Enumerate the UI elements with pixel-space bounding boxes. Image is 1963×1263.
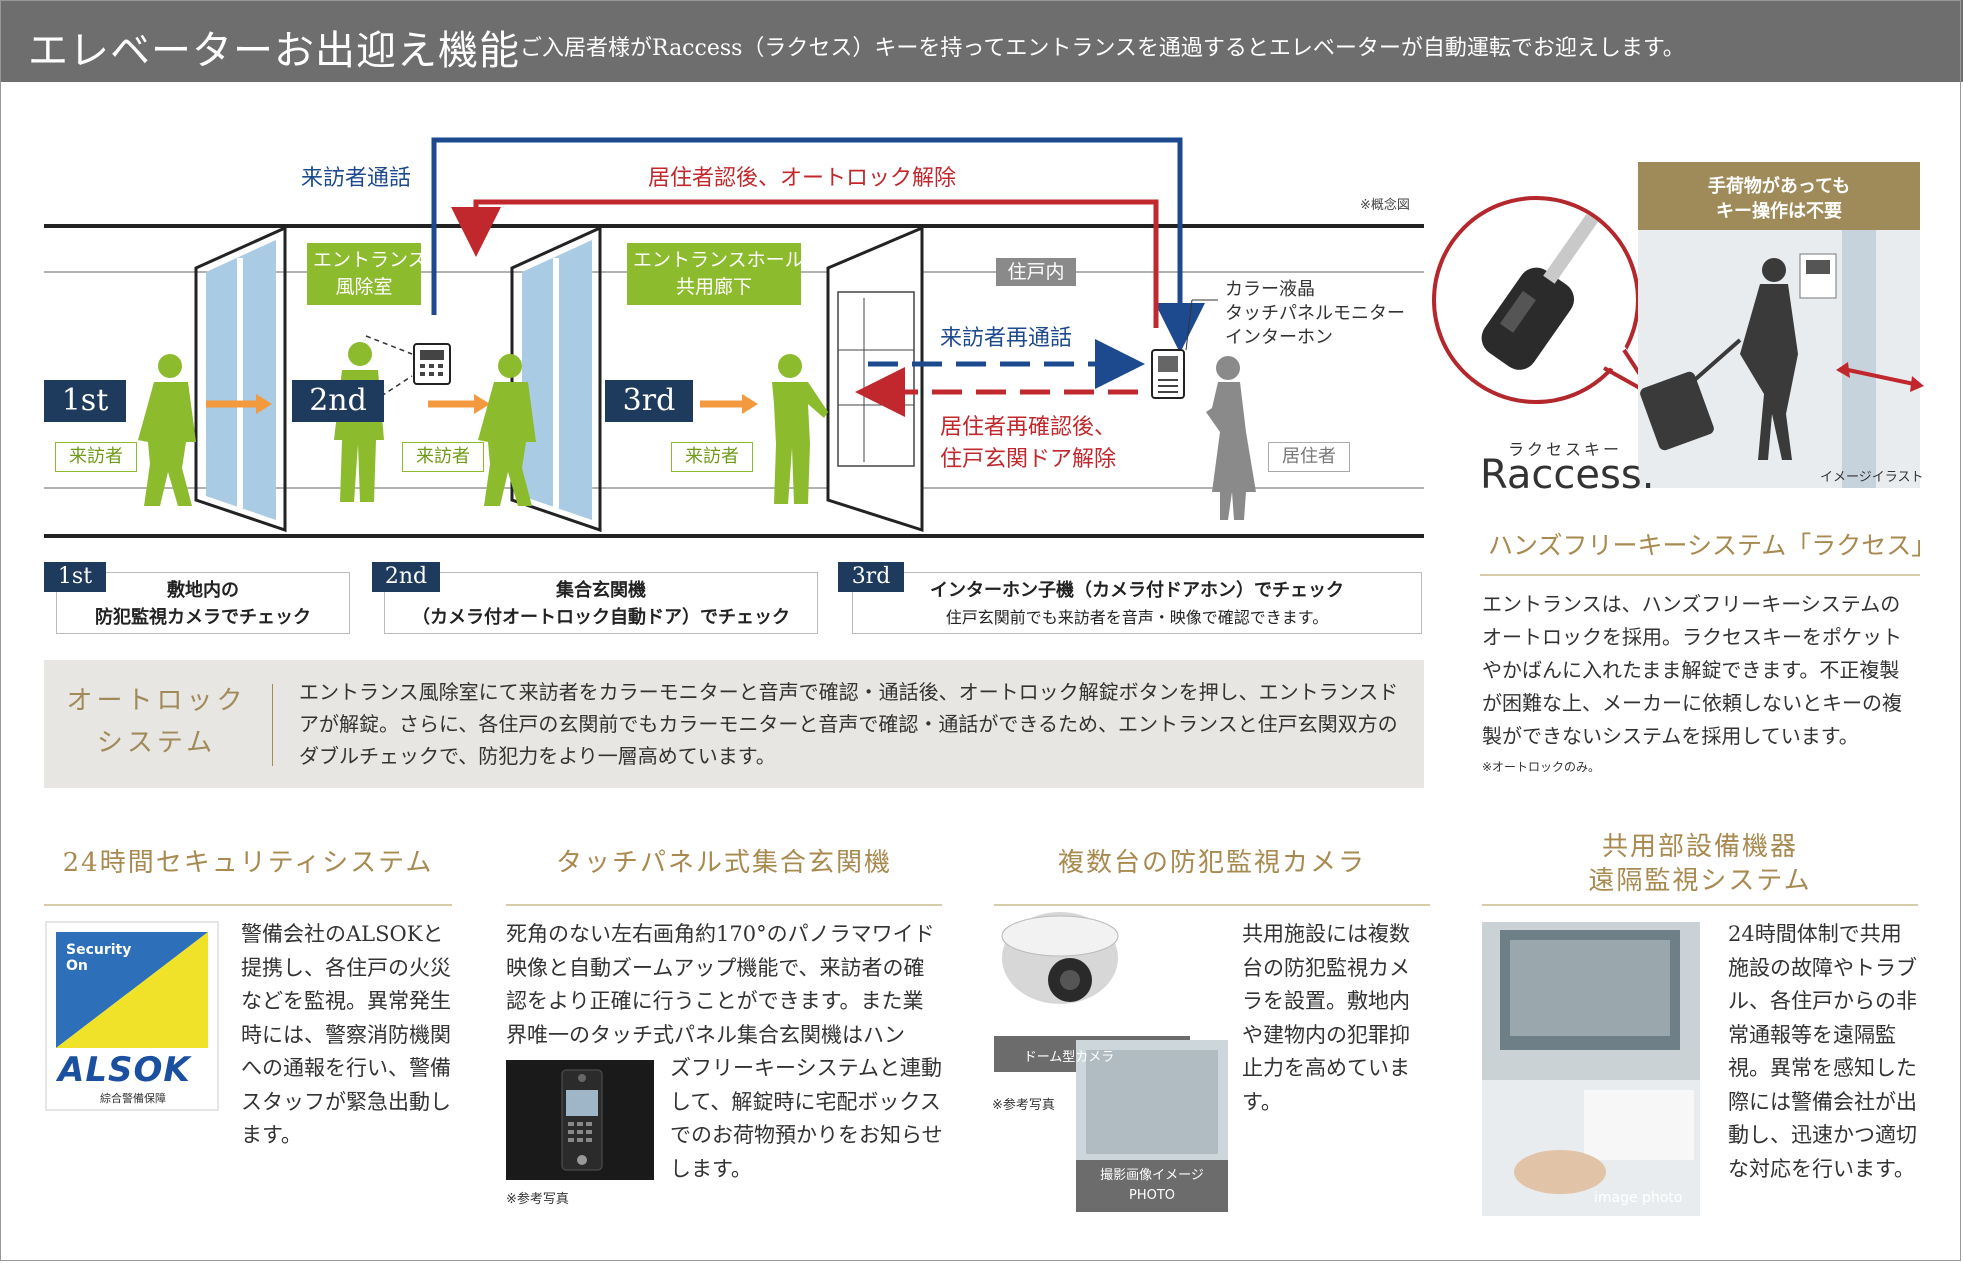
check-2nd-text: 集合玄関機 （カメラ付オートロック自動ドア）でチェック [412,580,790,628]
check-3rd-tag: 3rd [838,562,904,592]
raccess-image [1638,162,1924,488]
raccess-title: ハンズフリーキーシステム「ラクセス」 [1488,531,1937,560]
cameras-rule [994,904,1430,906]
resident-auth-label: 居住者認後、オートロック解除 [648,166,957,191]
touch-panel-rule [506,904,942,906]
check-1st-tag: 1st [44,562,106,592]
page-title: エレベーターお出迎え機能 [28,28,520,74]
raccess-banner: 手荷物があっても キー操作は不要 [1707,176,1851,222]
monitor-labels: カラー液晶 タッチパネルモニター インターホン [1225,279,1405,348]
touch-panel-note: ※参考写真 [506,1192,569,1207]
unit-monitor-icon [1151,299,1218,399]
check-3rd: インターホン子機（カメラ付ドアホン）でチェック 住戸玄関前でも来訪者を音声・映像… [852,572,1422,634]
alsok-logo [45,921,219,1111]
zone-unit: 住戸内 [996,258,1076,286]
remote-title: 共用部設備機器 遠隔監視システム [1588,832,1812,896]
alsok-logo-top: Security On [66,942,132,974]
resident-tag: 居住者 [1268,442,1350,472]
step-3rd: 3rd [605,380,693,422]
unit-door [826,225,924,533]
raccess-key-label: ラクセスキー [1508,440,1623,459]
check-1st-text: 敷地内の 防犯監視カメラでチェック [95,580,311,628]
touch-panel-text-top: 死角のない左右画角約170°のパノラマワイド映像と自動ズームアップ機能で、来訪者… [506,922,935,1047]
recall-label: 来訪者再通話 [940,326,1073,351]
remote-rule [1482,904,1918,906]
header-bar: エレベーターお出迎え機能 ご入居者様がRaccess（ラクセス）キーを持ってエン… [0,0,1963,82]
alsok-logo-sub: 綜合警備保障 [100,1092,166,1105]
visitor-figures [138,342,828,506]
remote-monitoring-photo [1482,922,1700,1216]
check-2nd-tag: 2nd [372,562,440,592]
raccess-image-note: イメージイラスト [1820,470,1924,485]
autolock-divider [272,684,273,766]
dome-camera-label: ドーム型カメラ [1023,1050,1115,1065]
visitor-tag-1: 来訪者 [55,442,137,472]
glass-door-1 [194,225,287,533]
reconfirm-label: 居住者再確認後、 住戸玄関ドア解除 [940,415,1117,472]
step-1st: 1st [44,380,126,422]
camera-photo-label: 撮影画像イメージ PHOTO [1100,1168,1204,1203]
zone-hall: エントランスホール・ 共用廊下 [627,243,823,305]
cameras-text: 共用施設には複数台の防犯監視カメラを設置。敷地内や建物内の犯罪抑止力を高めていま… [1242,922,1410,1114]
security-title: 24時間セキュリティシステム [62,848,434,878]
dome-camera-photo [994,912,1228,1212]
visitor-tag-3: 来訪者 [671,442,753,472]
cameras-note: ※参考写真 [992,1098,1055,1113]
security-text: 警備会社のALSOKと提携し、各住戸の火災などを監視。異常発生時には、警察消防機… [241,922,451,1147]
autolock-title: オートロック システム [66,686,247,758]
touch-panel-photo [506,1060,654,1180]
raccess-logo: Raccess. [1480,452,1655,498]
raccess-rule [1480,574,1920,576]
remote-text: 24時間体制で共用施設の故障やトラブル、各住戸からの非常通報等を遠隔監視。異常を… [1728,922,1917,1181]
check-2nd: 集合玄関機 （カメラ付オートロック自動ドア）でチェック [384,572,818,634]
concept-note: ※概念図 [1360,198,1410,213]
zone-entrance: エントランス 風除室 [307,243,427,305]
raccess-text: エントランスは、ハンズフリーキーシステムのオートロックを採用。ラクセスキーをポケ… [1482,592,1902,748]
visitor-call-label: 来訪者通話 [301,166,412,191]
security-rule [44,904,452,906]
header-description: ご入居者様がRaccess（ラクセス）キーを持ってエントランスを通過するとエレベ… [520,36,1685,61]
raccess-note: ※オートロックのみ。 [1482,760,1601,774]
check-3rd-text: インターホン子機（カメラ付ドアホン）でチェック 住戸玄関前でも来訪者を音声・映像… [930,580,1344,627]
touch-panel-text-side: ズフリーキーシステムと連動して、解錠時に宅配ボックスでのお荷物預かりをお知らせし… [670,1056,943,1181]
remote-photo-note: image photo [1594,1190,1683,1206]
raccess-key-illustration [1432,196,1660,404]
resident-figure [1206,356,1256,520]
visitor-tag-2: 来訪者 [402,442,484,472]
step-2nd: 2nd [292,380,384,422]
touch-panel-title: タッチパネル式集合玄関機 [555,848,892,878]
autolock-panel: オートロック システム エントランス風除室にて来訪者をカラーモニターと音声で確認… [44,660,1424,788]
autolock-text: エントランス風除室にて来訪者をカラーモニターと音声で確認・通話後、オートロック解… [299,680,1399,768]
alsok-logo-name: ALSOK [58,1050,191,1090]
cameras-title: 複数台の防犯監視カメラ [1057,848,1366,878]
